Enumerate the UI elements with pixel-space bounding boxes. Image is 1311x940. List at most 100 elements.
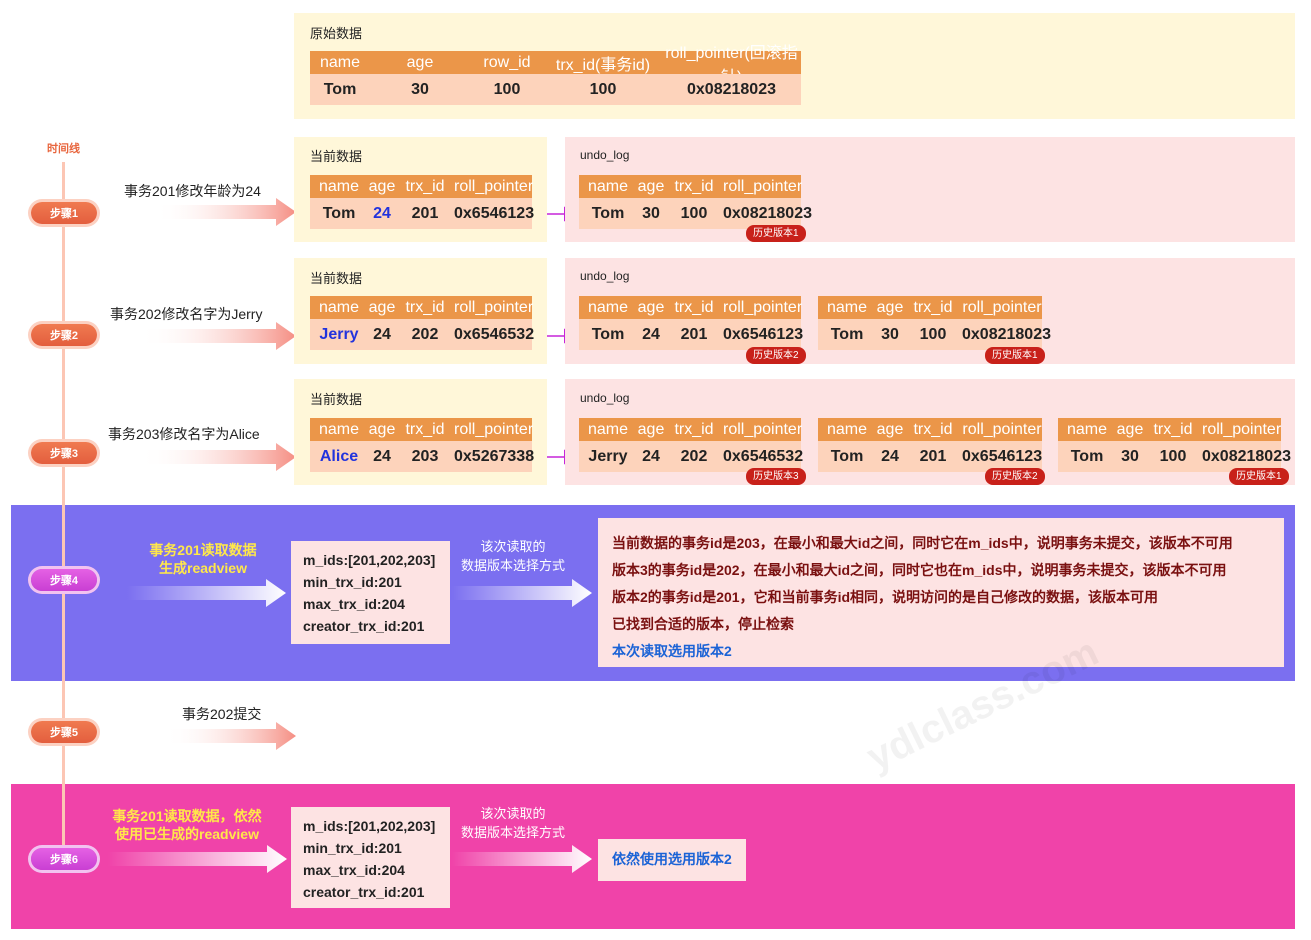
header-name: name: [587, 298, 629, 316]
way-line-2: 数据版本选择方式: [460, 825, 565, 840]
header-name: name: [318, 177, 360, 195]
step2-current-title: 当前数据: [310, 271, 363, 286]
step2-current-table: name age trx_id roll_pointer Jerry 24 20…: [310, 296, 534, 350]
step3-current-table: name age trx_id roll_pointer Alice 24 20…: [310, 418, 535, 472]
header-name: name: [587, 177, 629, 195]
header-name: name: [826, 420, 868, 438]
way-line-1: 该次读取的: [480, 539, 546, 554]
cell-age: 24: [642, 325, 660, 343]
readview-m-ids: m_ids:[201,202,203]: [303, 818, 436, 834]
cell-trx-id: 202: [411, 325, 439, 343]
cell-roll-pointer: 0x6546123: [962, 447, 1043, 465]
header-age: age: [368, 420, 396, 438]
cell-name: Alice: [319, 447, 359, 465]
step1-arrow: [155, 198, 296, 226]
header-roll-pointer: roll_pointer: [962, 298, 1042, 316]
header-trx-id: trx_id: [405, 420, 445, 438]
original-header-age: age: [406, 53, 434, 71]
header-trx-id: trx_id: [674, 298, 714, 316]
cell-age: 30: [881, 325, 899, 343]
header-name: name: [1066, 420, 1108, 438]
header-name: name: [587, 420, 629, 438]
cell-age: 30: [642, 204, 660, 222]
step1-undo-title: undo_log: [580, 148, 630, 162]
step1-text: 事务201修改年龄为24: [124, 183, 261, 199]
step6-readview-box: m_ids:[201,202,203] min_trx_id:201 max_t…: [291, 807, 450, 908]
header-roll-pointer: roll_pointer: [1202, 420, 1282, 438]
timeline-line: [62, 162, 65, 848]
cell-age: 24: [642, 447, 660, 465]
header-name: name: [826, 298, 868, 316]
step6-text-line-1: 事务201读取数据，依然: [112, 808, 262, 824]
readview-min-trx-id: min_trx_id:201: [303, 574, 402, 590]
step2-version-badge-1: 历史版本1: [985, 347, 1045, 364]
header-roll-pointer: roll_pointer: [723, 177, 803, 195]
step3-undo-table-1: name age trx_id roll_pointer Jerry 24 20…: [579, 418, 804, 472]
readview-max-trx-id: max_trx_id:204: [303, 596, 405, 612]
header-age: age: [368, 177, 396, 195]
original-cell-trx-id: 100: [589, 80, 617, 98]
cell-roll-pointer: 0x6546123: [454, 204, 535, 222]
result-line-1: 依然使用选用版本2: [612, 851, 732, 867]
cell-name: Tom: [591, 204, 625, 222]
cell-name: Tom: [830, 325, 864, 343]
step4-way-arrow: [452, 579, 592, 607]
header-roll-pointer: roll_pointer: [454, 177, 534, 195]
way-line-2: 数据版本选择方式: [460, 558, 565, 573]
readview-max-trx-id: max_trx_id:204: [303, 862, 405, 878]
original-cell-name: Tom: [323, 80, 357, 98]
step3-undo-table-2: name age trx_id roll_pointer Tom 24 201 …: [818, 418, 1042, 472]
step3-pill: 步骤3: [31, 442, 97, 464]
step3-current-title: 当前数据: [310, 392, 363, 407]
step6-arrow: [108, 845, 287, 873]
cell-trx-id: 100: [680, 204, 708, 222]
cell-roll-pointer: 0x6546532: [723, 447, 804, 465]
cell-name: Tom: [591, 325, 625, 343]
step5-pill: 步骤5: [31, 721, 97, 743]
header-trx-id: trx_id: [674, 177, 714, 195]
step4-text: 事务201读取数据 生成readview: [130, 541, 276, 577]
readview-creator-trx-id: creator_trx_id:201: [303, 884, 425, 900]
step4-text-line-1: 事务201读取数据: [149, 542, 257, 558]
result-line-5: 本次读取选用版本2: [612, 643, 732, 659]
cell-roll-pointer: 0x08218023: [962, 325, 1051, 343]
step2-version-badge-2: 历史版本2: [746, 347, 806, 364]
header-trx-id: trx_id: [405, 298, 445, 316]
original-header-row-id: row_id: [483, 53, 531, 71]
header-trx-id: trx_id: [913, 420, 953, 438]
step3-undo-title: undo_log: [580, 391, 630, 405]
step6-result-box: 依然使用选用版本2: [598, 839, 746, 881]
cell-roll-pointer: 0x6546123: [723, 325, 804, 343]
header-name: name: [318, 298, 360, 316]
result-line-3: 版本2的事务id是201，它和当前事务id相同，说明访问的是自己修改的数据，该版…: [612, 589, 1159, 605]
step2-undo-table-2: name age trx_id roll_pointer Tom 30 100 …: [818, 296, 1051, 350]
header-age: age: [637, 298, 665, 316]
timeline-label: 时间线: [47, 143, 80, 155]
cell-roll-pointer: 0x5267338: [454, 447, 535, 465]
step3-text: 事务203修改名字为Alice: [108, 426, 260, 442]
step6-way-arrow: [452, 845, 592, 873]
original-cell-row-id: 100: [493, 80, 521, 98]
header-trx-id: trx_id: [1153, 420, 1193, 438]
cell-roll-pointer: 0x08218023: [723, 204, 812, 222]
step4-arrow: [127, 579, 286, 607]
header-age: age: [637, 420, 665, 438]
cell-age: 24: [373, 204, 391, 222]
cell-name: Jerry: [319, 325, 359, 343]
header-trx-id: trx_id: [674, 420, 714, 438]
original-cell-age: 30: [411, 80, 429, 98]
cell-age: 24: [373, 325, 391, 343]
original-cell-roll-pointer: 0x08218023: [687, 80, 776, 98]
step1-current-table: name age trx_id roll_pointer Tom 24 201 …: [310, 175, 535, 229]
step1-version-badge-1: 历史版本1: [746, 225, 806, 242]
header-age: age: [368, 298, 396, 316]
step1-current-title: 当前数据: [310, 149, 363, 164]
cell-trx-id: 201: [680, 325, 708, 343]
header-roll-pointer: roll_pointer: [723, 298, 803, 316]
cell-age: 24: [373, 447, 391, 465]
result-line-2: 版本3的事务id是202，在最小和最大id之间，同时它也在m_ids中，说明事务…: [612, 562, 1227, 578]
original-header-name: name: [319, 53, 361, 71]
cell-age: 30: [1121, 447, 1139, 465]
step4-readview-box: m_ids:[201,202,203] min_trx_id:201 max_t…: [291, 541, 450, 644]
